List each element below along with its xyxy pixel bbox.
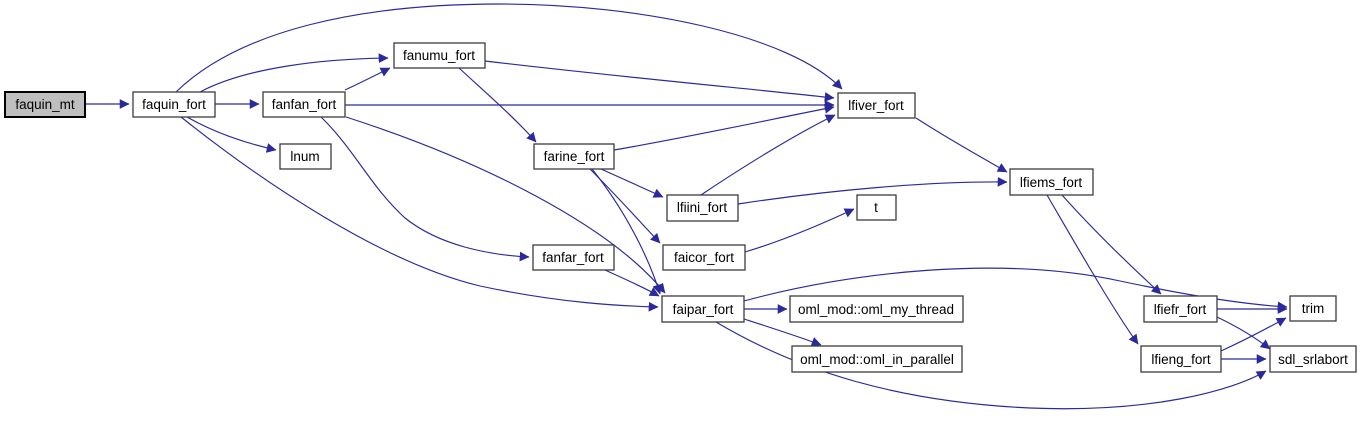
node-sdl-srlabort-label: sdl_srlabort — [1278, 352, 1348, 367]
node-t-label: t — [874, 200, 878, 215]
node-fanfan-fort[interactable]: fanfan_fort — [262, 91, 346, 118]
edge-lfieng_fort-to-trim — [1220, 317, 1287, 352]
node-t[interactable]: t — [856, 194, 897, 221]
node-oml-my-thread-label: oml_mod::oml_my_thread — [798, 302, 954, 317]
node-lfiefr-fort-label: lfiefr_fort — [1154, 302, 1207, 317]
edge-fanumu_fort-to-farine_fort — [458, 67, 537, 143]
node-lfiini-fort[interactable]: lfiini_fort — [666, 194, 739, 222]
edge-farine_fort-to-lfiver_fort — [613, 103, 835, 151]
edge-lfiver_fort-to-lfiems_fort — [915, 117, 1008, 173]
node-lfiems-fort-label: lfiems_fort — [1020, 175, 1083, 190]
node-trim[interactable]: trim — [1289, 295, 1337, 322]
node-lfiver-fort[interactable]: lfiver_fort — [837, 92, 916, 119]
edge-fanumu_fort-to-lfiver_fort — [484, 60, 835, 102]
edge-lfiems_fort-to-lfiefr_fort — [1061, 194, 1162, 295]
node-faipar-fort[interactable]: faipar_fort — [661, 295, 745, 323]
node-lnum[interactable]: lnum — [279, 143, 332, 170]
edge-faquin_fort-to-fanumu_fort — [199, 53, 389, 93]
edge-lfiini_fort-to-lfiver_fort — [700, 114, 836, 196]
node-fanfar-fort[interactable]: fanfar_fort — [532, 244, 615, 271]
node-faquin-mt[interactable]: faquin_mt — [4, 91, 86, 118]
node-faipar-fort-label: faipar_fort — [673, 302, 734, 317]
edge-fanfar_fort-to-faipar_fort — [604, 269, 660, 297]
node-fanumu-fort-label: fanumu_fort — [403, 48, 475, 63]
node-trim-label: trim — [1302, 301, 1325, 316]
node-lfieng-fort-label: lfieng_fort — [1151, 352, 1211, 367]
node-faicor-fort-label: faicor_fort — [674, 250, 734, 265]
node-lnum-label: lnum — [290, 149, 319, 164]
edge-faipar_fort-to-trim — [743, 267, 1288, 312]
node-lfiver-fort-label: lfiver_fort — [848, 98, 904, 113]
edge-faicor_fort-to-t — [744, 208, 855, 253]
edge-faquin_fort-to-faipar_fort — [180, 116, 659, 312]
edge-lfiems_fort-to-lfieng_fort — [1046, 194, 1139, 345]
node-lfieng-fort[interactable]: lfieng_fort — [1140, 345, 1222, 373]
edge-farine_fort-to-faipar_fort — [591, 168, 662, 295]
node-fanfar-fort-label: fanfar_fort — [542, 250, 604, 265]
node-lfiefr-fort[interactable]: lfiefr_fort — [1143, 295, 1218, 323]
node-faquin-mt-label: faquin_mt — [15, 97, 75, 112]
edge-faipar_fort-to-oml_in_parallel — [743, 318, 822, 347]
node-lfiini-fort-label: lfiini_fort — [677, 200, 728, 215]
node-faicor-fort[interactable]: faicor_fort — [662, 244, 746, 271]
node-fanumu-fort[interactable]: fanumu_fort — [393, 42, 486, 69]
edge-fanfan_fort-to-fanfar_fort — [320, 116, 530, 262]
node-faquin-fort[interactable]: faquin_fort — [132, 91, 216, 118]
edge-lfiini_fort-to-lfiems_fort — [737, 176, 1008, 205]
node-oml-in-parallel[interactable]: oml_mod::oml_in_parallel — [791, 345, 963, 373]
node-oml-my-thread[interactable]: oml_mod::oml_my_thread — [789, 295, 964, 323]
node-lfiems-fort[interactable]: lfiems_fort — [1009, 168, 1094, 196]
node-faquin-fort-label: faquin_fort — [142, 97, 206, 112]
edge-lfiefr_fort-to-sdl_srlabort — [1216, 316, 1271, 350]
edge-faquin_fort-to-lnum — [186, 116, 277, 153]
node-farine-fort[interactable]: farine_fort — [533, 143, 615, 170]
node-farine-fort-label: farine_fort — [544, 149, 605, 164]
node-sdl-srlabort[interactable]: sdl_srlabort — [1269, 345, 1357, 373]
edge-farine_fort-to-lfiini_fort — [600, 168, 664, 198]
edge-fanfan_fort-to-faipar_fort — [345, 116, 666, 294]
nodes-layer: faquin_mt faquin_fort fanfan_fort lnum f… — [4, 42, 1357, 373]
edge-fanfan_fort-to-fanumu_fort — [344, 67, 391, 91]
edge-faquin_fort-to-lfiver_fort — [175, 3, 843, 93]
node-fanfan-fort-label: fanfan_fort — [272, 97, 337, 112]
node-oml-in-parallel-label: oml_mod::oml_in_parallel — [800, 352, 954, 367]
